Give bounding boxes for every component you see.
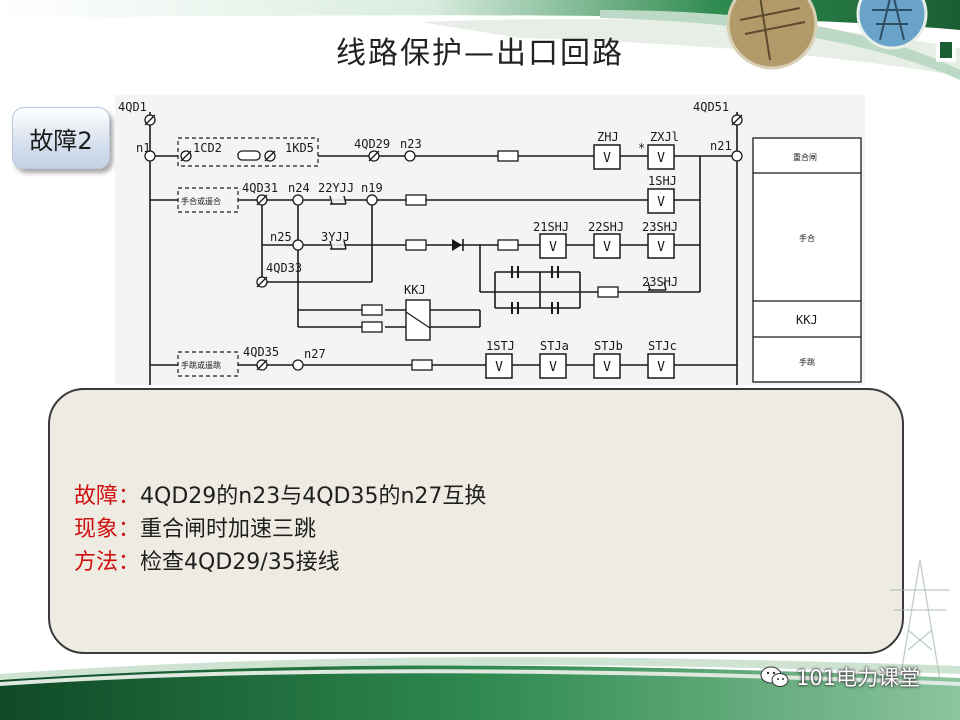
info-line-fault: 故障：4QD29的n23与4QD35的n27互换 (74, 478, 486, 510)
label-n19: n19 (361, 181, 383, 195)
relay-v-label: V (549, 360, 557, 375)
label-star: * (638, 141, 645, 155)
relay-v-labels: V V V V V V V V V V (495, 151, 665, 375)
contacts (329, 195, 667, 291)
kkj-coil (405, 299, 431, 341)
relay-stjc (647, 353, 675, 379)
label-4qd33: 4QD33 (266, 261, 302, 275)
label-3yjj: 3YJJ (321, 230, 350, 244)
info-key: 现象 (74, 517, 119, 542)
label-stjc: STJc (648, 339, 677, 353)
right-legend-table (752, 137, 862, 383)
fuse-links (237, 150, 619, 371)
label-stjb: STJb (594, 339, 623, 353)
relay-v-label: V (657, 360, 665, 375)
label-kkj: KKJ (404, 283, 426, 297)
label-1stj: 1STJ (486, 339, 515, 353)
wechat-icon (760, 666, 789, 687)
relay-zhj (593, 144, 621, 170)
label-23shj: 23SHJ (642, 220, 678, 234)
relay-22shj (593, 233, 621, 259)
label-1cd2: 1CD2 (193, 141, 222, 155)
dashed-boxes (177, 137, 319, 377)
label-1shj: 1SHJ (648, 174, 677, 188)
relay-v-label: V (603, 240, 611, 255)
logo-mark (936, 38, 956, 62)
label-23shj-contact: 23SHJ (642, 275, 678, 289)
label-4qd1: 4QD1 (118, 100, 147, 114)
wires (149, 112, 738, 385)
info-text: 重合闸时加速三跳 (140, 517, 317, 542)
label-manual-trip: 手跳或遥跳 (181, 360, 221, 370)
info-line-method: 方法：检查4QD29/35接线 (74, 544, 340, 576)
label-4qd29: 4QD29 (354, 137, 390, 151)
label-4qd35: 4QD35 (243, 345, 279, 359)
watermark-text: 101电力课堂 (796, 666, 921, 690)
label-manual-close: 手合或遥合 (181, 196, 221, 206)
page-title: 线路保护—出口回路 (336, 36, 624, 71)
bottom-banner (0, 657, 960, 720)
relay-stjb (593, 353, 621, 379)
label-n27: n27 (304, 347, 326, 361)
info-panel: 故障：4QD29的n23与4QD35的n27互换 现象：重合闸时加速三跳 方法：… (48, 388, 904, 654)
relay-zxjl (647, 144, 675, 170)
relay-v-label: V (657, 240, 665, 255)
relay-1stj (485, 353, 513, 379)
label-zhj: ZHJ (597, 130, 619, 144)
relay-v-label: V (603, 360, 611, 375)
diagram-small-labels: 手合或遥合 手跳或遥跳 重合闸 手合 手跳 (181, 152, 817, 370)
terminal-symbols (144, 114, 743, 371)
diagram-labels: 4QD1 4QD51 n1 n21 1CD2 1KD5 4QD29 n23 ZH… (118, 100, 732, 361)
diode (452, 239, 464, 251)
relay-21shj (539, 233, 567, 259)
info-key: 故障 (74, 484, 119, 509)
relay-v-label: V (603, 151, 611, 166)
top-banner (0, 0, 960, 80)
label-n24: n24 (288, 181, 310, 195)
relay-1shj (647, 188, 675, 214)
legend-kkj: KKJ (796, 313, 818, 327)
info-text: 4QD29的n23与4QD35的n27互换 (140, 484, 487, 509)
info-line-symptom: 现象：重合闸时加速三跳 (74, 511, 316, 543)
info-sep: ： (118, 484, 141, 509)
relay-v-label: V (657, 151, 665, 166)
relay-v-label: V (549, 240, 557, 255)
info-sep: ： (118, 550, 141, 575)
label-n25: n25 (270, 230, 292, 244)
legend-reclose: 重合闸 (793, 152, 817, 162)
label-21shj: 21SHJ (533, 220, 569, 234)
relay-stja (539, 353, 567, 379)
tower-background (890, 560, 950, 680)
photo-circle-2 (856, 0, 928, 50)
info-text: 检查4QD29/35接线 (140, 550, 340, 575)
capacitors (511, 266, 559, 314)
label-n1: n1 (136, 141, 150, 155)
relay-v-label: V (495, 360, 503, 375)
label-4qd31: 4QD31 (242, 181, 278, 195)
legend-manual-trip: 手跳 (799, 357, 815, 367)
legend-manual-close: 手合 (799, 233, 815, 243)
photo-circle-1 (726, 0, 818, 70)
label-n21: n21 (710, 139, 732, 153)
circuit-diagram: V V V V V V V V V V 4QD1 4QD51 n1 n21 1C… (115, 95, 865, 385)
info-key: 方法 (74, 550, 119, 575)
label-22shj: 22SHJ (588, 220, 624, 234)
label-1kd5: 1KD5 (285, 141, 314, 155)
info-sep: ： (118, 517, 141, 542)
label-n23: n23 (400, 137, 422, 151)
relay-23shj (647, 233, 675, 259)
label-22yjj: 22YJJ (318, 181, 354, 195)
relay-boxes (485, 144, 675, 379)
label-zxjl: ZXJl (650, 130, 679, 144)
label-stja: STJa (540, 339, 569, 353)
relay-v-label: V (657, 195, 665, 210)
label-4qd51: 4QD51 (693, 100, 729, 114)
watermark: 101电力课堂 (760, 662, 920, 692)
fault-badge[interactable]: 故障2 (12, 107, 110, 169)
